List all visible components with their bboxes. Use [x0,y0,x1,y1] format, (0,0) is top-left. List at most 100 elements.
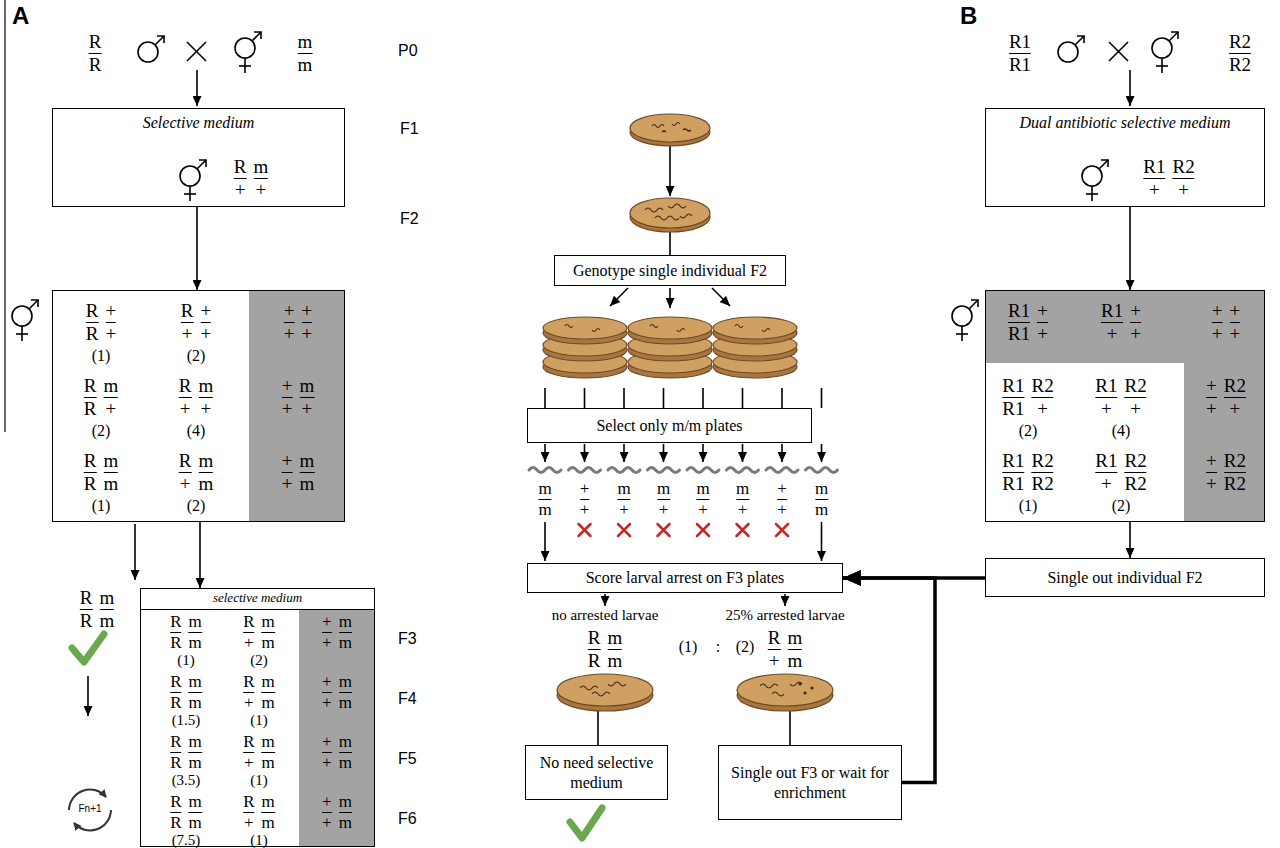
worm [727,468,759,473]
allele-symbol: + [322,694,332,712]
allele-symbol: + [580,480,590,498]
allele-symbol: R [588,628,601,648]
fraction-bar [1230,322,1241,323]
box-text: Single out F3 or wait for enrichment [729,763,891,801]
genotype: mm [538,480,551,519]
allele-fraction: mm [189,793,202,832]
allele-symbol: + [1230,324,1241,344]
fraction-bar [1009,53,1031,54]
worm [683,129,691,131]
allele-symbol: R [179,376,192,396]
allele-symbol: R [84,474,97,494]
fraction-bar [234,178,247,179]
genotype: R+mm [243,793,275,832]
fraction-bar [84,472,97,473]
count-wrapper: (1) [92,497,111,515]
allele-fraction: R+ [179,451,192,494]
petri-dish [557,674,653,706]
ratio-count: (2) [187,497,206,515]
label-wrapper: A [12,2,29,30]
flow-arrow [604,594,606,606]
sex-symbols [1152,32,1178,73]
allele-symbol: m [198,474,213,494]
box-text: Single out individual F2 [1047,568,1202,587]
allele-symbol: m [339,733,352,751]
allele-symbol: m [538,480,551,498]
result-box: No need selective medium [525,745,668,800]
fraction-bar [282,472,293,473]
allele-symbol: m [339,613,352,631]
genotype: R1R1R2+ [1002,376,1053,419]
genotype: ++mm [322,613,352,652]
genotype: R1R1++ [1008,301,1048,344]
allele-symbol: + [1206,451,1217,471]
allele-symbol: + [1212,301,1223,321]
allele-symbol: R1 [1095,376,1117,396]
fraction-bar [262,752,275,753]
allele-symbol: m [339,673,352,691]
flow-arrow [821,522,823,561]
fraction-bar [198,397,213,398]
fraction-bar [189,692,202,693]
allele-fraction: mm [262,673,275,712]
generation-label: F1 [400,120,419,138]
allele-symbol: + [302,301,313,321]
connector-arrow [843,578,935,783]
allele-fraction: ++ [200,301,211,344]
allele-symbol: + [322,673,332,691]
allele-symbol: R [170,793,181,811]
genotype: R+mm [243,613,275,652]
ratio-count: (2) [1112,497,1131,515]
fraction-bar [170,752,181,753]
allele-symbol: + [322,814,332,832]
allele-fraction: ++ [322,613,332,652]
allele-fraction: R+ [768,628,781,671]
genotype: mm [298,32,313,75]
allele-fraction: ++ [284,301,295,344]
fraction-bar [84,397,97,398]
allele-symbol: + [322,733,332,751]
allele-symbol: R1 [1002,474,1024,494]
sex-symbols [12,300,38,341]
allele-symbol: R [84,376,97,396]
ratio-count: (1) [92,497,111,515]
allele-fraction: R2+ [1125,376,1147,419]
allele-symbol: R [89,32,102,52]
label-wrapper: F5 [398,750,417,768]
worm [592,329,600,332]
ratio-count: (1) [679,638,698,656]
allele-fraction: mm [198,451,213,494]
fraction-bar [1130,322,1141,323]
allele-symbol: + [322,793,332,811]
allele-fraction: ++ [302,301,313,344]
fraction-bar [86,322,99,323]
allele-symbol: m [607,651,622,671]
excluded-shading [249,291,344,521]
ratio-count: (1) [92,347,111,365]
fraction-bar [617,499,630,500]
allele-fraction: m+ [299,376,314,419]
worm [580,686,598,690]
genotype: R+mm [243,733,275,772]
medium-box: Dual antibiotic selective mediumR1+R2+ [985,108,1265,207]
allele-symbol: m [189,754,202,772]
allele-symbol: m [299,474,314,494]
fraction-bar [339,812,352,813]
allele-symbol: + [243,634,254,652]
allele-symbol: R2 [1125,474,1147,494]
allele-symbol: + [1206,399,1217,419]
allele-symbol: m [657,480,670,498]
allele-symbol: R [170,754,181,772]
allele-fraction: ++ [1212,301,1223,344]
worm [772,692,784,696]
fraction-bar [198,472,213,473]
fraction-bar [607,649,622,650]
flow-arrow [610,288,628,306]
allele-symbol: R1 [1002,399,1024,419]
allele-symbol: R2 [1032,474,1054,494]
allele-fraction: m+ [253,157,268,200]
count-wrapper: (2) [1019,422,1038,440]
discard-cross [737,524,749,536]
generation-label: F2 [400,210,419,228]
fraction-bar [299,397,314,398]
